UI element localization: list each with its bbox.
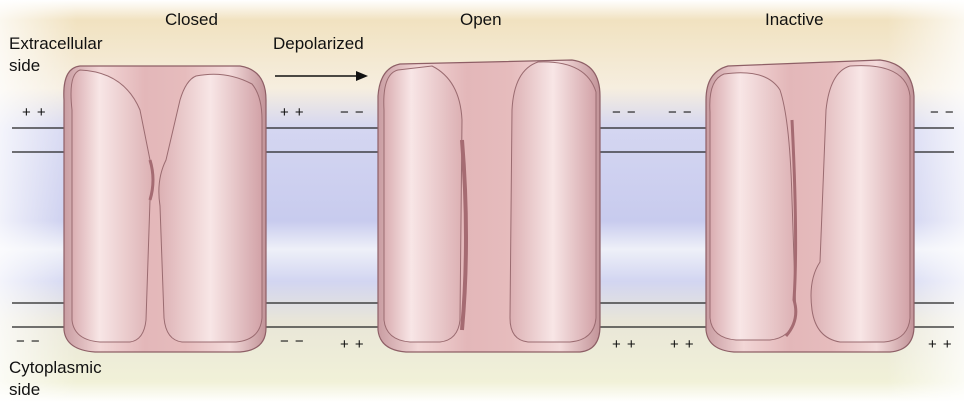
- charge-open-top-left: − −: [340, 104, 365, 121]
- state-label-closed: Closed: [165, 10, 218, 30]
- charge-open-top-right: − −: [612, 104, 637, 121]
- extracellular-label-line2: side: [9, 56, 40, 76]
- cytoplasmic-label-line2: side: [9, 380, 40, 400]
- state-label-inactive: Inactive: [765, 10, 824, 30]
- state-label-open: Open: [460, 10, 502, 30]
- charge-closed-bottom-right: − −: [280, 333, 305, 350]
- charge-inactive-bottom-left: + +: [670, 336, 695, 353]
- charge-closed-top-right: + +: [280, 104, 305, 121]
- charge-open-bottom-left: + +: [340, 336, 365, 353]
- cytoplasmic-label-line1: Cytoplasmic: [9, 358, 102, 378]
- charge-closed-top-left: + +: [22, 104, 47, 121]
- charge-open-bottom-right: + +: [612, 336, 637, 353]
- channel-closed: [64, 66, 266, 352]
- depolarized-label: Depolarized: [273, 34, 364, 54]
- charge-inactive-top-left: − −: [668, 104, 693, 121]
- charge-inactive-top-right: − −: [930, 104, 955, 121]
- extracellular-label-line1: Extracellular: [9, 34, 103, 54]
- channel-open: [378, 60, 600, 352]
- charge-closed-bottom-left: − −: [16, 333, 41, 350]
- charge-inactive-bottom-right: + +: [928, 336, 953, 353]
- channel-inactive: [706, 60, 914, 352]
